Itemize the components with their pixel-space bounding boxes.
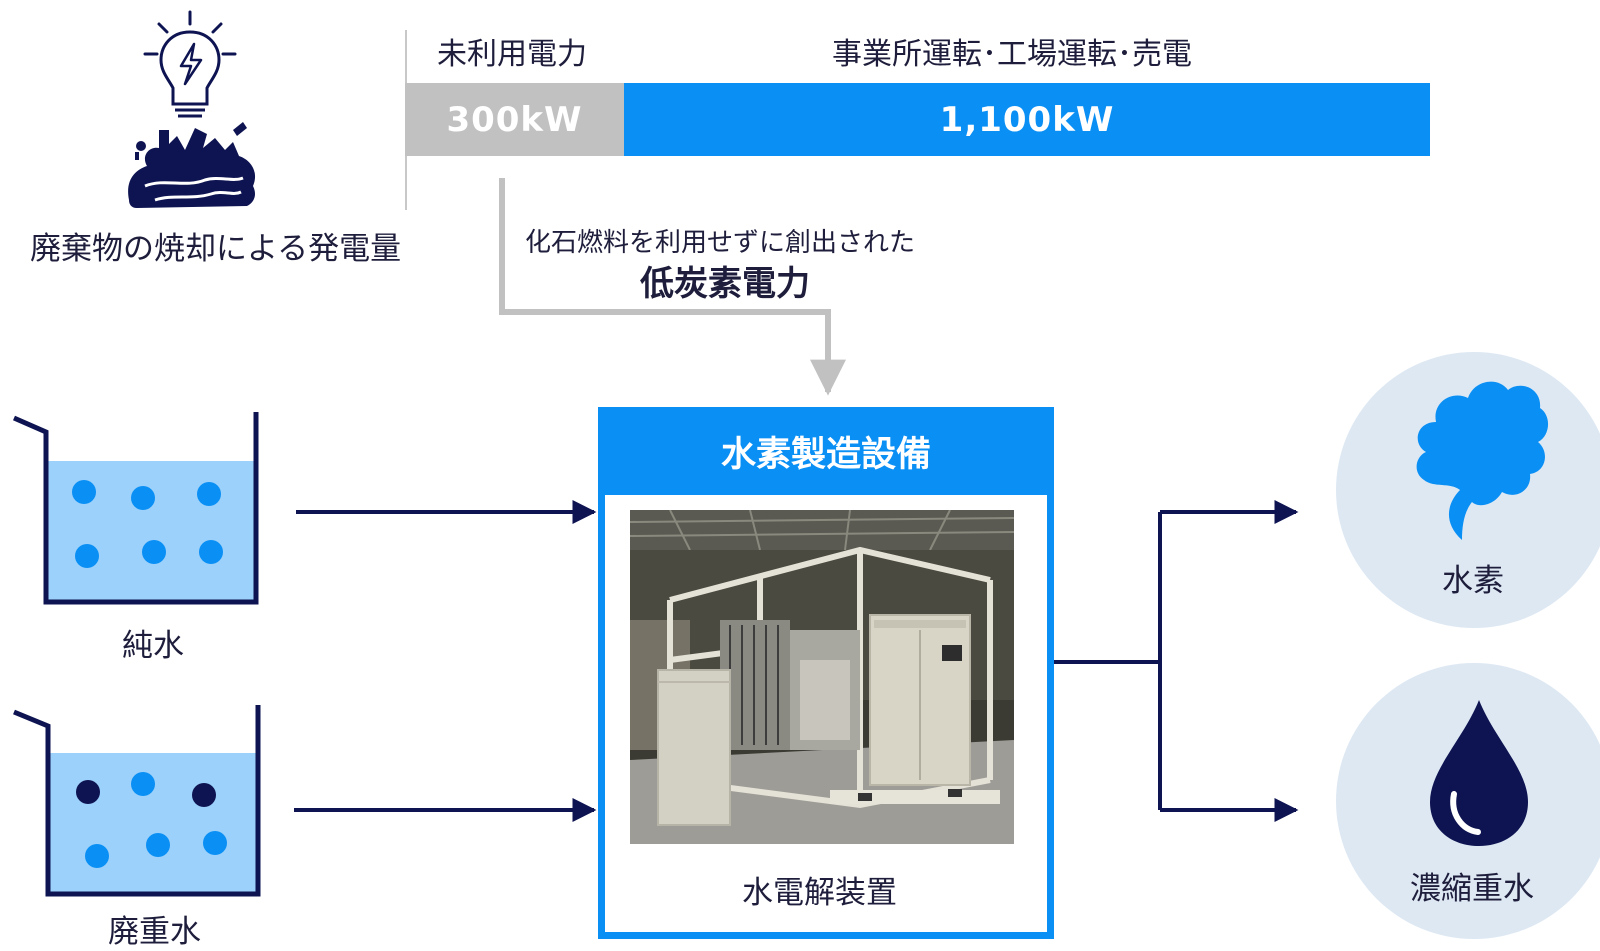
hydrogen-label: 水素	[1442, 563, 1504, 599]
beaker-pure-water	[12, 412, 259, 605]
operation-power-bar: 1,100kW	[624, 83, 1430, 156]
beaker-waste-heavy-water	[13, 705, 261, 897]
lightbulb-waste-icon	[128, 10, 256, 208]
pure-water-label: 純水	[122, 628, 184, 664]
source-label: 廃棄物の焼却による発電量	[30, 231, 402, 267]
water-drop-icon	[1430, 700, 1528, 846]
facility-title: 水素製造設備	[598, 407, 1054, 495]
low-carbon-title: 低炭素電力	[640, 264, 810, 304]
unused-power-label: 未利用電力	[437, 37, 587, 72]
operation-power-label: 事業所運転･工場運転･売電	[832, 37, 1192, 72]
electrolyzer-photo	[630, 510, 1014, 844]
operation-power-value: 1,100kW	[939, 99, 1115, 140]
unused-power-bar: 300kW	[405, 83, 624, 156]
cloud-icon	[1416, 381, 1549, 540]
heavy-water-label: 濃縮重水	[1410, 871, 1534, 907]
low-carbon-connector	[499, 178, 846, 396]
unused-power-value: 300kW	[446, 99, 583, 140]
output-connector	[1054, 500, 1299, 822]
low-carbon-description: 化石燃料を利用せずに創出された	[525, 228, 916, 258]
electrolyzer-label: 水電解装置	[742, 875, 897, 911]
waste-heavy-water-label: 廃重水	[108, 914, 201, 950]
